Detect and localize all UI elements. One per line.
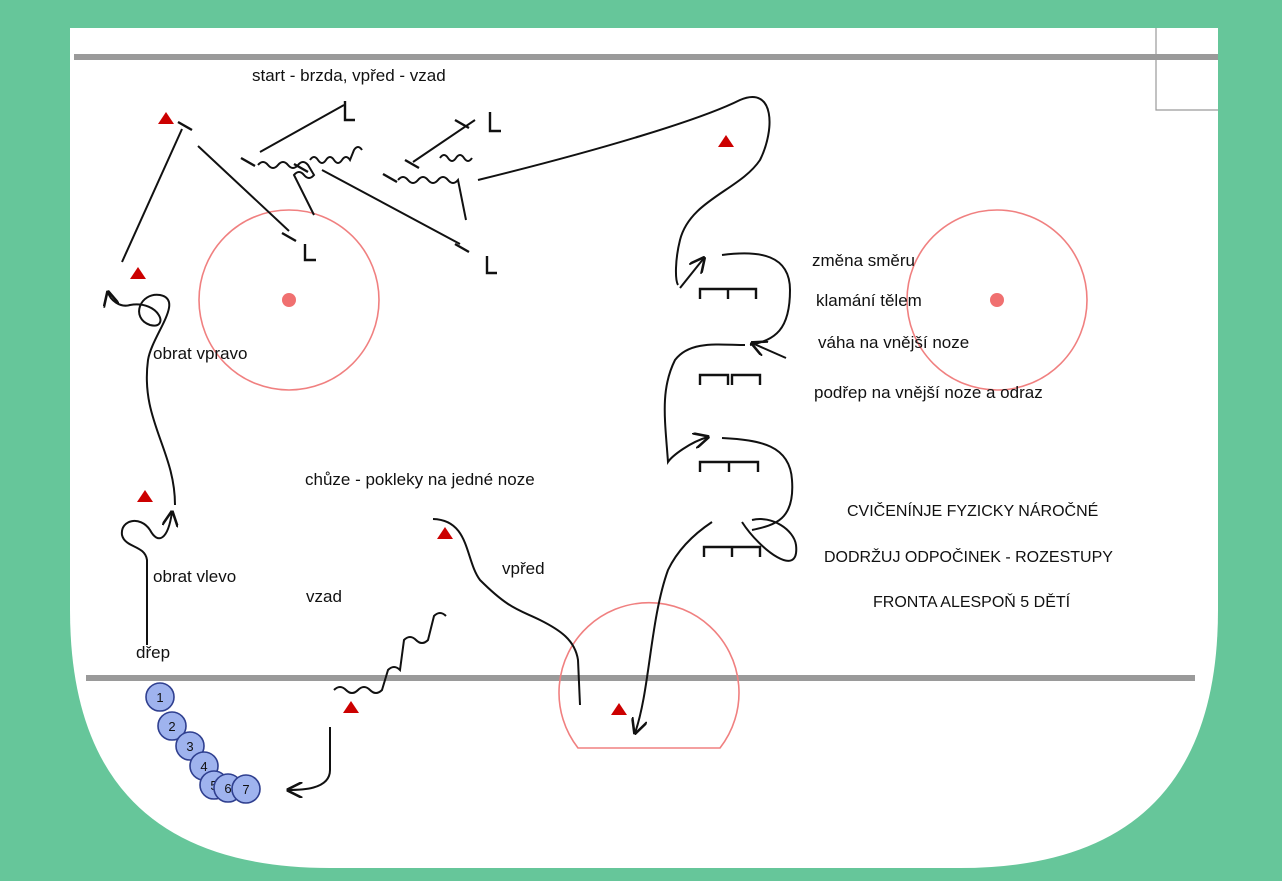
track-marker [702,545,762,557]
zigzag-line [397,176,467,221]
faceoff-dot-right [990,293,1004,307]
zigzag-line [257,161,316,216]
forward-skate-lines [197,96,771,286]
note-line-2: DODRŽUJ ODPOČINEK - ROZESTUPY [824,549,1113,566]
label-body-feint: klamání tělem [816,291,922,310]
cone-icon [158,112,174,124]
weave-path-6 [635,521,713,733]
return-path [288,727,331,790]
label-start-brake: start - brzda, vpřed - vzad [252,66,446,85]
weave-path-2 [663,343,746,465]
faceoff-dot-left [282,293,296,307]
label-turn-left: obrat vlevo [153,567,237,586]
label-weight-outer: váha na vnější noze [818,333,970,352]
stop-bracket-icon [485,256,497,275]
label-direction-change: změna směru [812,251,915,270]
weave-path-5 [741,518,798,562]
label-backward: vzad [306,587,342,606]
track-marker [698,373,762,385]
stop-bracket-icon [303,244,316,262]
faceoff-circle-left [198,209,380,391]
cone-icon [611,703,627,715]
cones [130,112,734,715]
turn-right-path [108,292,176,506]
goal-crease [558,601,740,749]
player-number: 6 [224,781,231,796]
stop-bracket-icon [488,112,501,133]
turn-left-path [120,512,172,645]
label-turn-right: obrat vpravo [153,344,248,363]
player-number: 2 [168,719,175,734]
cone-icon [343,701,359,713]
zigzag-line [333,612,447,694]
weave-path-3 [721,437,794,531]
cone-icon [130,267,146,279]
stop-bracket-icon [343,101,355,122]
player-icon [145,682,175,712]
player-icon [157,711,187,741]
weave-path-1 [721,252,792,346]
player-number: 4 [200,759,207,774]
player-group: 1234567 [145,682,261,804]
path-to-first-cone [121,128,183,263]
label-forward: vpřed [502,559,545,578]
player-number: 7 [242,782,249,797]
player-number: 1 [156,690,163,705]
player-icon [231,774,261,804]
track-marker [698,460,760,472]
note-line-3: FRONTA ALESPOŇ 5 DĚTÍ [873,594,1071,611]
label-walk-kneel: chůze - pokleky na jedné noze [305,470,535,489]
rink-surface [70,28,1218,868]
weave-path-4 [752,343,787,359]
stop-tick [177,118,470,254]
label-drop-push: podřep na vnější noze a odraz [814,383,1043,402]
faceoff-circle-right [906,209,1088,391]
cone-icon [718,135,734,147]
zigzag-line [309,146,363,164]
zigzag-line [439,154,473,162]
cone-icon [137,490,153,502]
label-squat: dřep [136,643,171,662]
kneel-walk-path [432,518,581,706]
direction-arrow-1 [679,258,704,289]
cone-icon [437,527,453,539]
player-number: 3 [186,739,193,754]
note-line-1: CVIČENÍNJE FYZICKY NÁROČNÉ [847,503,1099,520]
track-marker [698,287,758,299]
